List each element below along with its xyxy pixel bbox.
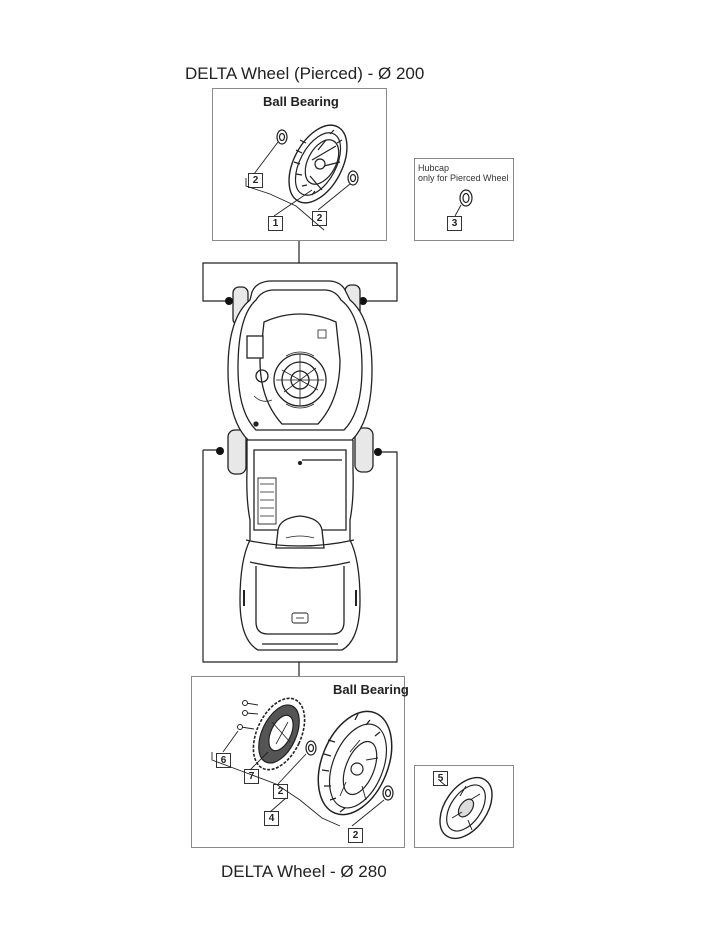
callout-bottom-7: 7 [244,769,259,784]
callout-top-2-right: 2 [312,211,327,226]
callout-top-2-left: 2 [248,173,263,188]
hubcap-panel: Hubcap only for Pierced Wheel 3 [414,158,514,241]
top-bearing-right [347,170,359,186]
bottom-wheel-title: DELTA Wheel - Ø 280 [221,862,387,881]
mower-body [227,280,374,651]
callout-bottom-2-right: 2 [348,828,363,843]
top-bearing-left [276,129,288,145]
hubcap-note: only for Pierced Wheel [418,173,509,183]
small-pierced-wheel-drawing [288,124,348,204]
bottom-leader-lines [211,730,385,827]
callout-hubcap-3: 3 [447,216,462,231]
callout-hubcap-5: 5 [433,771,448,786]
bottom-bearing-left [305,740,317,756]
bottom-panel-title: Ball Bearing [333,682,409,697]
hubcap-label: Hubcap [418,163,450,173]
bolts-drawing [237,700,259,730]
top-leader-lines [245,141,351,231]
connector-lines [202,241,398,676]
large-hubcap-drawing [439,776,493,840]
drive-gear-drawing [252,697,306,771]
callout-bottom-4: 4 [264,811,279,826]
large-wheel-drawing [317,710,393,816]
callout-bottom-6: 6 [216,753,231,768]
top-panel-title: Ball Bearing [263,94,339,109]
top-wheel-title: DELTA Wheel (Pierced) - Ø 200 [185,64,425,83]
connector-dots [216,297,382,456]
bottom-bearing-right [382,785,394,801]
callout-top-1: 1 [268,216,283,231]
small-hubcap-drawing [454,189,473,217]
